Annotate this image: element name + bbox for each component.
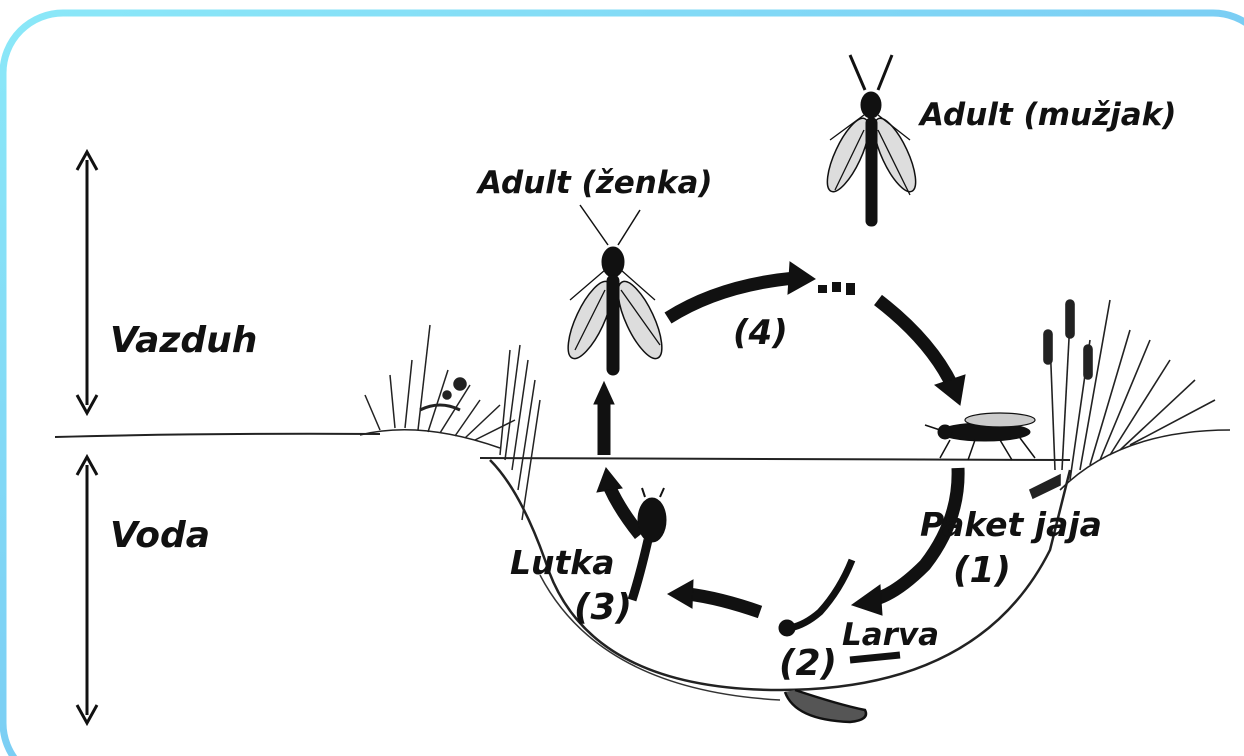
air-label: Vazduh	[110, 323, 257, 359]
adult-female-label: Adult (ženka)	[478, 168, 713, 199]
pupa-label: Lutka	[510, 546, 615, 579]
adult-male-label: Adult (mužjak)	[920, 100, 1176, 131]
mosquito-icon	[560, 205, 671, 375]
water-label: Voda	[110, 518, 210, 554]
step-1-label: (1)	[953, 553, 1011, 589]
step-4-label: (4)	[733, 316, 788, 350]
step-2-label: (2)	[779, 646, 837, 682]
ground-line	[55, 434, 380, 437]
pupa-icon	[632, 488, 666, 600]
step-3-label: (3)	[574, 590, 632, 626]
mosquito-icon	[819, 55, 923, 226]
plant-icon	[1030, 300, 1230, 498]
egg-packet-label: Paket jaja	[920, 508, 1102, 541]
double-arrow-icon	[77, 152, 97, 413]
water-surface-line	[480, 458, 1070, 460]
mosquito-icon	[925, 413, 1035, 460]
double-arrow-icon	[77, 457, 97, 723]
larva-label: Larva	[842, 620, 939, 651]
